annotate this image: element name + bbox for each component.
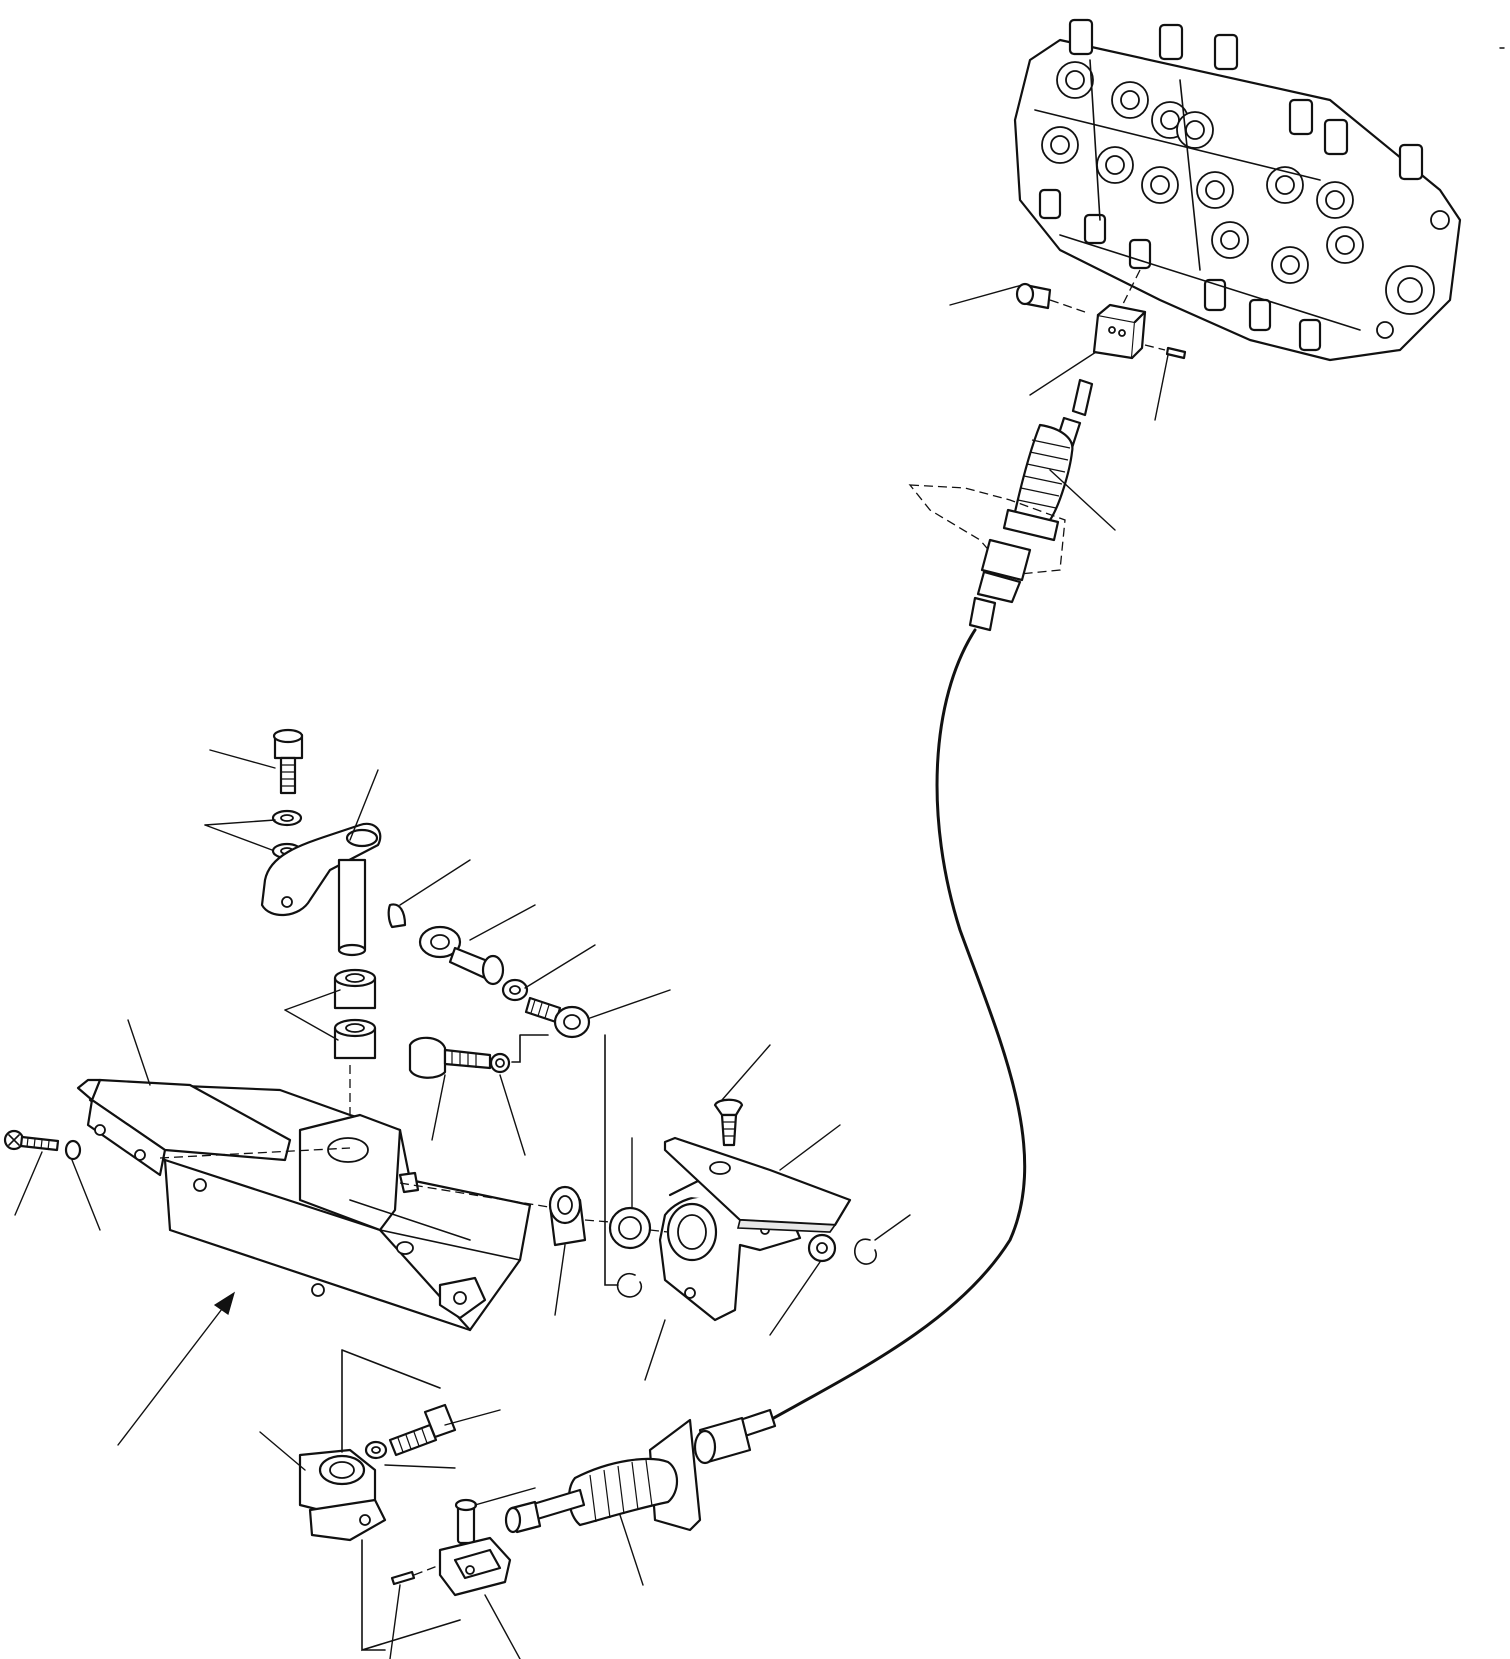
frame-direction-arrow: [117, 1291, 236, 1446]
bracket-plate-screw: [713, 1098, 744, 1147]
upper-clevis-pin: [1015, 282, 1086, 313]
upper-cable-boot: [1013, 423, 1074, 522]
lever-key: [387, 903, 407, 929]
bracket-needle-bearing-outer: [548, 1185, 587, 1247]
lower-cotter-pin: [390, 1564, 441, 1586]
valve-spool-fittings: [1038, 18, 1424, 352]
lower-cable-fitting: [693, 1408, 777, 1465]
pedal-plate-washer: [64, 1139, 82, 1161]
bearing-axis-line: [584, 1219, 669, 1233]
pedal-plate: [76, 1078, 292, 1177]
upper-cable-clevis: [1092, 303, 1147, 360]
rod-end-locknut: [553, 1005, 591, 1039]
bearing-bracket-plate: [663, 1136, 852, 1233]
push-pull-control-cable: [768, 628, 1027, 1422]
lower-cable-rod: [504, 1488, 586, 1534]
control-valve-block: [1013, 18, 1462, 362]
lever-bolt: [272, 728, 304, 795]
bracket-bolt-washer: [489, 1052, 511, 1074]
bolt-bracket-line: [511, 1034, 549, 1063]
frame-axis-lines: [159, 1147, 556, 1209]
lower-pivot-bracket: [298, 1448, 387, 1542]
bracket-snap-ring-left: [616, 1272, 643, 1298]
bracket-washer: [807, 1233, 837, 1263]
lower-cable-clevis: [438, 1536, 512, 1597]
bracket-lock-line: [604, 1034, 619, 1286]
upper-cable-end: [1002, 378, 1094, 542]
lower-bracket-washer: [364, 1440, 388, 1460]
lever-bushings: [333, 968, 377, 1060]
pedal-plate-screw: [3, 1129, 60, 1152]
cable-mount-plate: [908, 484, 1066, 576]
pedal-lever: [260, 822, 382, 957]
lower-cable-boot: [567, 1457, 679, 1527]
pivot-reference-lines: [341, 1349, 441, 1453]
bracket-bolt: [408, 1036, 492, 1079]
bracket-snap-ring-right: [854, 1238, 877, 1265]
lower-bracket-bolt: [388, 1403, 457, 1457]
upper-cotter-pin: [1144, 344, 1187, 360]
valve-axis-line: [1109, 269, 1141, 331]
rod-end: [418, 925, 505, 986]
upper-cable-fitting: [968, 538, 1032, 632]
lower-clevis-pin: [454, 1498, 478, 1545]
clevis-reference-lines: [361, 1539, 461, 1652]
valve-ports: [1041, 61, 1450, 339]
callout-leaders: [14, 284, 1169, 1659]
bracket-needle-bearing-inner: [608, 1206, 652, 1250]
rod-end-nut: [501, 978, 529, 1002]
